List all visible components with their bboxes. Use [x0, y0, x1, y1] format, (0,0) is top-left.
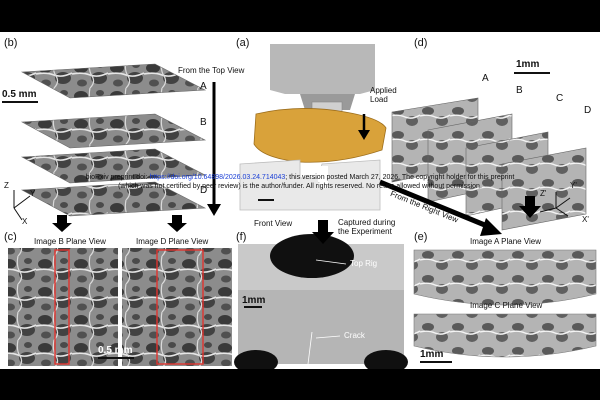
slice-d [20, 181, 207, 217]
scale-label-d: 1mm [516, 59, 540, 70]
label-image-a-plane: Image A Plane View [470, 237, 542, 246]
axis-label-y: Y [30, 189, 36, 198]
slice-a [20, 63, 207, 99]
red-box-b [54, 249, 70, 365]
panel-label-e: (e) [414, 231, 428, 243]
panel-a-rig [239, 44, 387, 211]
panel-label-b: (b) [4, 37, 18, 49]
notice-middle: ; this version posted March 27, 2026. Th… [285, 174, 515, 181]
label-from-top-view: From the Top View [178, 66, 245, 75]
axis-label-x: X [22, 217, 28, 226]
panel-label-a: (a) [236, 37, 250, 49]
figure-graphics [2, 44, 597, 369]
preprint-notice: bioRxiv preprint doi: https://doi.org/10… [10, 173, 590, 191]
figure-panel: (b) (a) (d) (c) (f) (e) From the Top Vie… [0, 32, 600, 369]
arrow-a-to-f [312, 220, 334, 244]
notice-prefix: bioRxiv preprint doi: [85, 174, 150, 181]
arrow-top-view [207, 82, 221, 216]
arrow-b-to-c [52, 215, 72, 232]
panel-label-d: (d) [414, 37, 428, 49]
panel-label-c: (c) [4, 231, 17, 243]
notice-line-2: (which was not certified by peer review)… [118, 183, 482, 190]
axis-label-xp: X' [582, 215, 589, 224]
slice-b [20, 113, 207, 149]
slice-letter-d-b: B [516, 85, 523, 96]
slice-letter-b: B [200, 117, 207, 128]
slice-letter-d-c: C [556, 93, 564, 104]
slice-letter-d-d: D [584, 105, 592, 116]
axis-label-z: Z [4, 181, 9, 190]
image-d-plane [122, 248, 232, 366]
image-c-plane [413, 313, 597, 358]
axis-label-yp: Y' [570, 181, 577, 190]
axes-xyz-prime [539, 192, 571, 217]
label-image-c-plane: Image C Plane View [470, 301, 543, 310]
scale-label-c: 0.5 mm [98, 345, 133, 356]
label-top-rig: Top Rig [350, 259, 378, 268]
axes-xyz [13, 190, 31, 221]
doi-link[interactable]: https://doi.org/10.64898/2026.03.24.7140… [149, 174, 286, 181]
panel-c-images [8, 248, 232, 366]
slice-letter-a: A [200, 81, 207, 92]
label-captured: Captured during the Experiment [338, 218, 396, 236]
arrow-d-to-c [167, 215, 187, 232]
scale-label-e: 1mm [420, 349, 444, 360]
red-box-d [156, 249, 204, 365]
label-image-b-plane: Image B Plane View [34, 237, 106, 246]
panel-f-photo [234, 234, 408, 369]
label-front-view: Front View [254, 219, 293, 228]
foam-sample [253, 108, 387, 163]
label-applied-load: Applied Load [370, 86, 397, 104]
label-crack: Crack [344, 331, 365, 340]
panel-b-stack [2, 63, 207, 217]
arrow-right-view [379, 179, 502, 236]
slice-letter-d: D [200, 185, 208, 196]
scale-label-f: 1mm [242, 295, 266, 306]
slice-letter-d-a: A [482, 73, 489, 84]
image-b-plane [8, 248, 118, 366]
image-a-plane [413, 249, 597, 306]
panel-label-f: (f) [236, 231, 247, 243]
label-image-d-plane: Image D Plane View [136, 237, 209, 246]
scale-label-b: 0.5 mm [2, 89, 37, 100]
slice-c [20, 148, 207, 184]
arrow-d-to-e [519, 196, 541, 218]
top-rig-shape [270, 234, 354, 278]
panel-e-images [413, 249, 597, 363]
crack-line [307, 331, 313, 365]
axis-label-zp: Z' [540, 189, 547, 198]
